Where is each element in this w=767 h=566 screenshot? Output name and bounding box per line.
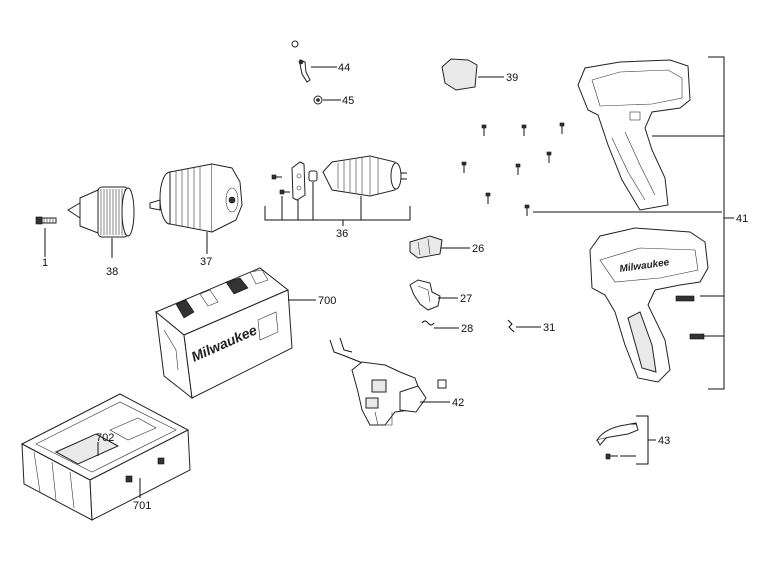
callout-42: 42 (452, 397, 464, 409)
part-43-belt-clip (595, 415, 656, 465)
part-26-clip (409, 235, 470, 259)
callout-43: 43 (658, 435, 670, 447)
part-45 (313, 95, 341, 105)
callout-38: 38 (106, 266, 118, 278)
part-39-badge (441, 58, 504, 91)
part-36-motor-assembly (264, 155, 411, 226)
callout-37: 37 (200, 256, 212, 268)
callout-39: 39 (506, 72, 518, 84)
bracket-41 (652, 56, 734, 390)
part-700-carry-case: Milwaukee (155, 267, 316, 400)
part-27-switch-part (409, 279, 458, 311)
callout-26: 26 (472, 243, 484, 255)
part-28-spring (421, 320, 459, 329)
part-41-housing-left (577, 59, 691, 211)
part-701-case-base (20, 393, 191, 521)
callout-701: 701 (133, 500, 151, 512)
motor-pinion (308, 170, 318, 182)
housing-screws (461, 122, 565, 216)
part-44 (291, 40, 337, 83)
part-38-chuck (67, 186, 135, 258)
callout-45: 45 (342, 95, 354, 107)
bracket-36 (264, 206, 411, 221)
callout-702: 702 (96, 432, 114, 444)
callout-700: 700 (318, 295, 336, 307)
callout-41: 41 (736, 213, 748, 225)
callout-44: 44 (338, 62, 350, 74)
callout-31: 31 (543, 322, 555, 334)
motor-plate (291, 161, 306, 201)
part-42-switch-assembly (329, 337, 450, 426)
part-1-screw (35, 216, 57, 257)
callout-28: 28 (461, 323, 473, 335)
belt-clip-screw (605, 453, 618, 460)
part-37-gearbox (149, 163, 243, 254)
callout-36: 36 (336, 228, 348, 240)
part-702-case-insert (54, 417, 157, 465)
motor-body (322, 155, 401, 197)
motor-screws (271, 174, 290, 195)
callout-1: 1 (42, 257, 48, 269)
callout-27: 27 (460, 293, 472, 305)
part-31-spring (507, 319, 541, 333)
part-41-housing-right: Milwaukee (589, 227, 709, 383)
